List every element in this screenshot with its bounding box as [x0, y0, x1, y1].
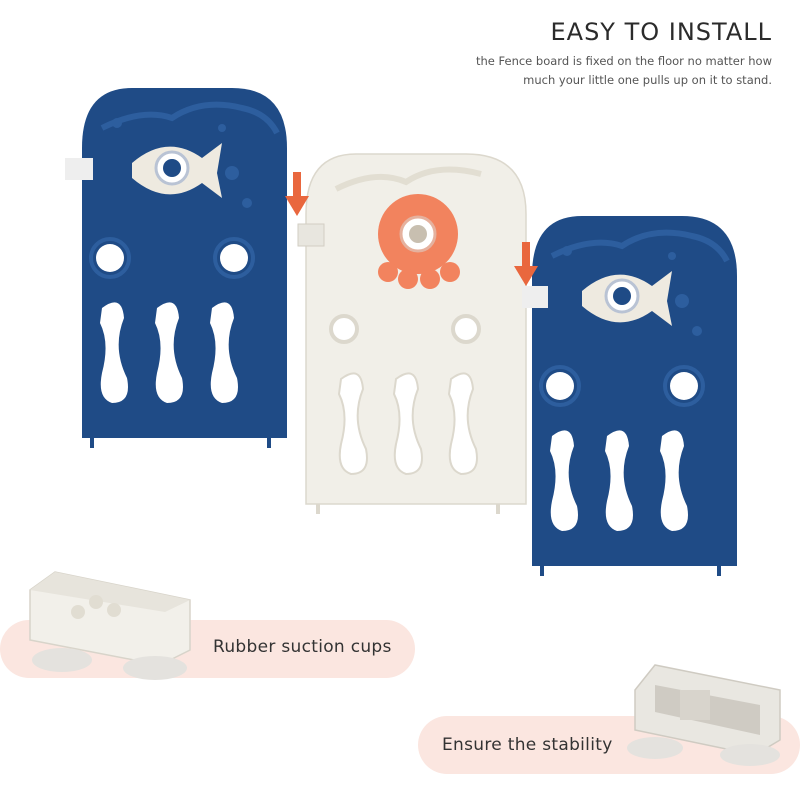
connector-clip	[65, 158, 93, 180]
page-subtitle: the Fence board is fixed on the floor no…	[475, 54, 772, 87]
connector-clip	[522, 286, 548, 308]
connector-clip	[297, 223, 325, 247]
feature-label-suction-cups: Rubber suction cups	[213, 637, 392, 657]
install-arrow-icon	[285, 172, 309, 216]
navy-fence-panel-left	[82, 88, 287, 448]
cream-fence-panel	[305, 153, 527, 514]
install-arrow-icon	[514, 242, 538, 286]
suction-cup-base-photo	[29, 571, 191, 680]
feature-label-stability: Ensure the stability	[442, 735, 613, 755]
page-title: EASY TO INSTALL	[550, 18, 772, 46]
navy-fence-panel-right	[532, 216, 737, 576]
suction-cup-base-photo	[627, 664, 781, 766]
